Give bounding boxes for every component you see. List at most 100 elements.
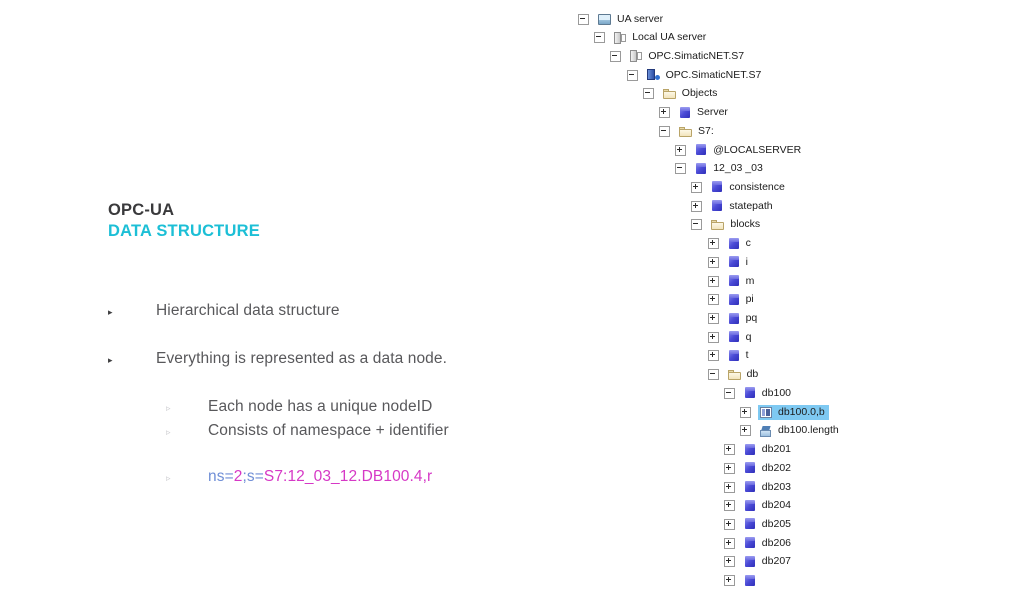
tree-row[interactable]: i (707, 253, 752, 271)
triangle-filled-icon: ▸ (108, 307, 113, 317)
expand-plus-icon[interactable] (723, 462, 735, 474)
tree-row[interactable]: Local UA server (594, 29, 710, 47)
tree-row[interactable]: db203 (723, 478, 795, 496)
tree-row[interactable]: db206 (723, 534, 795, 552)
collapse-minus-icon[interactable] (578, 13, 589, 25)
tree-row[interactable]: db202 (723, 459, 795, 477)
server-grey-icon (614, 31, 627, 44)
tree-row[interactable]: db100.0,b (740, 403, 829, 421)
expand-plus-icon[interactable] (723, 556, 735, 568)
collapse-minus-icon[interactable] (707, 369, 719, 381)
tree-row-body[interactable]: OPC.SimaticNET.S7 (628, 49, 748, 64)
expand-plus-icon[interactable] (691, 200, 703, 212)
expand-plus-icon[interactable] (707, 331, 719, 343)
collapse-minus-icon[interactable] (626, 69, 638, 81)
tree-row[interactable]: S7: (659, 122, 718, 140)
tree-row-body[interactable]: db207 (742, 554, 795, 569)
tree-row[interactable]: db207 (723, 553, 795, 571)
expand-plus-icon[interactable] (707, 256, 719, 268)
tree-row-body[interactable]: db204 (742, 498, 795, 513)
monitor-icon (598, 14, 611, 25)
expand-plus-icon[interactable] (723, 444, 735, 456)
expand-plus-icon[interactable] (707, 294, 719, 306)
collapse-minus-icon[interactable] (642, 88, 654, 100)
expand-plus-icon[interactable] (723, 518, 735, 530)
expand-plus-icon[interactable] (659, 107, 670, 119)
collapse-minus-icon[interactable] (610, 50, 622, 62)
tree-row-body[interactable]: Server (677, 105, 732, 120)
tree-row[interactable]: db205 (723, 515, 795, 533)
tree-row-body[interactable]: c (726, 236, 755, 251)
tree-row-body[interactable]: statepath (709, 199, 776, 214)
collapse-minus-icon[interactable] (691, 219, 703, 231)
tree-row-body[interactable]: consistence (709, 180, 788, 195)
tree-row[interactable]: UA server (578, 10, 667, 28)
tree-row-body[interactable]: Local UA server (612, 30, 710, 45)
tree-row[interactable]: db100.length (740, 422, 843, 440)
tree-row[interactable]: q (707, 328, 756, 346)
tree-row[interactable]: pi (707, 291, 758, 309)
tree-row[interactable]: db (707, 366, 763, 384)
expand-plus-icon[interactable] (707, 350, 719, 362)
expand-plus-icon[interactable] (740, 406, 751, 418)
tree-row[interactable]: t (707, 347, 753, 365)
tree-row-body[interactable]: db100.length (758, 423, 843, 438)
tree-node-label: db207 (761, 555, 791, 568)
tree-row[interactable]: db201 (723, 441, 795, 459)
tree-row[interactable]: c (707, 235, 755, 253)
tree-row-body[interactable]: pi (726, 292, 758, 307)
expand-plus-icon[interactable] (707, 275, 719, 287)
tree-row[interactable]: consistence (691, 178, 788, 196)
tree-row-body[interactable]: t (726, 348, 753, 363)
expand-plus-icon[interactable] (675, 144, 687, 156)
tree-row-body[interactable]: blocks (709, 217, 764, 232)
expand-plus-icon[interactable] (723, 537, 735, 549)
collapse-minus-icon[interactable] (675, 163, 687, 175)
tree-row[interactable]: OPC.SimaticNET.S7 (610, 47, 748, 65)
expand-plus-icon[interactable] (723, 500, 735, 512)
tree-row[interactable]: db204 (723, 497, 795, 515)
tree-row-selected[interactable]: db100.0,b (758, 404, 829, 420)
tree-row-body[interactable]: S7: (677, 124, 718, 139)
tree-row-body[interactable]: db201 (742, 442, 795, 457)
tree-row-body[interactable]: db100 (742, 386, 795, 401)
tree-row-body[interactable]: q (726, 330, 756, 345)
tree-row-body[interactable]: db206 (742, 536, 795, 551)
expand-plus-icon[interactable] (707, 238, 719, 250)
expand-plus-icon[interactable] (740, 425, 751, 437)
tree-row-body[interactable]: pq (726, 311, 762, 326)
tree-node-label: db205 (761, 517, 791, 530)
tree-row[interactable]: blocks (691, 216, 764, 234)
tree-row[interactable]: statepath (691, 197, 776, 215)
cube-icon (695, 162, 707, 175)
tree-row[interactable]: db100 (723, 384, 795, 402)
tree-row-body[interactable]: Objects (661, 86, 722, 101)
expand-plus-icon[interactable] (723, 481, 735, 493)
tree-row[interactable]: pq (707, 310, 762, 328)
expand-plus-icon[interactable] (707, 313, 719, 325)
tree-row-body[interactable]: 12_03 _03 (693, 161, 767, 176)
expand-plus-icon[interactable] (691, 181, 703, 193)
tree-row-body[interactable]: db202 (742, 461, 795, 476)
tree-row-body[interactable]: db203 (742, 480, 795, 495)
tree-row[interactable]: Server (659, 104, 732, 122)
tree-row[interactable]: OPC.SimaticNET.S7 (626, 66, 766, 84)
tree-row[interactable]: 12_03 _03 (675, 160, 767, 178)
collapse-minus-icon[interactable] (723, 387, 735, 399)
tree-row[interactable]: Objects (642, 85, 722, 103)
tree-row-body[interactable]: m (726, 274, 759, 289)
tree-row[interactable] (723, 572, 766, 590)
tree-row-body[interactable]: UA server (596, 12, 667, 27)
collapse-minus-icon[interactable] (594, 32, 606, 44)
tree-row-body[interactable]: @LOCALSERVER (693, 143, 805, 158)
bullet-text: Each node has a unique nodeID (208, 398, 433, 415)
tree-row[interactable]: @LOCALSERVER (675, 141, 805, 159)
tree-row-body[interactable]: db (726, 367, 763, 382)
tree-row[interactable]: m (707, 272, 759, 290)
tree-row-body[interactable]: i (726, 255, 752, 270)
tree-row-body[interactable]: OPC.SimaticNET.S7 (645, 68, 766, 83)
expand-plus-icon[interactable] (723, 575, 735, 587)
collapse-minus-icon[interactable] (659, 125, 670, 137)
tree-row-body[interactable]: db205 (742, 517, 795, 532)
